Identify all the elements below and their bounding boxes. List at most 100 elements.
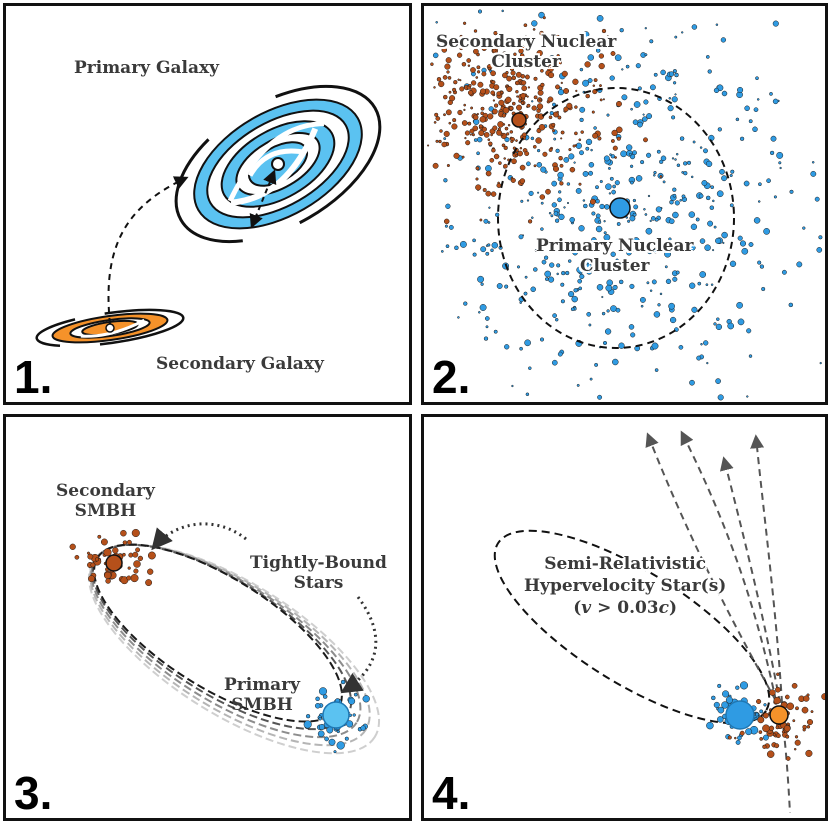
star [314,703,321,709]
star [776,151,784,159]
star [548,115,553,120]
star [465,140,471,146]
star [454,245,459,251]
star [487,138,491,142]
star [443,113,446,117]
secondary-nucleus [105,323,115,333]
star [483,336,489,341]
star [717,706,725,714]
star [557,197,562,203]
star [674,72,679,78]
star [652,247,659,254]
star [540,166,547,173]
star [531,20,538,27]
star [656,149,661,154]
star [644,213,648,216]
star [766,750,775,758]
star [762,734,769,741]
star [462,21,467,25]
star [315,696,320,702]
panel-4-drawing [493,430,825,814]
star [587,78,593,83]
star [560,137,563,140]
star [472,238,476,243]
star [596,15,604,22]
star [444,63,451,70]
star [629,215,636,222]
hypervelocity-star-label: Semi-Relativistic Hypervelocity Star(s) … [524,554,727,618]
star [501,44,506,49]
star [475,76,479,79]
star [467,64,471,67]
star [476,65,481,70]
star [611,129,618,137]
star [536,162,543,168]
star [504,284,509,289]
panel-3: Secondary SMBH Tightly-Bound Stars Prima… [3,414,412,821]
star [133,560,141,568]
star [534,249,538,252]
star [586,311,592,317]
star [511,101,516,106]
star [472,252,477,257]
star [520,74,526,79]
star [753,107,759,113]
star [772,20,779,27]
star [475,166,480,171]
star [646,248,653,255]
panel-number: 1. [14,351,53,403]
star [531,216,534,219]
star [557,89,565,96]
star [675,152,679,156]
star [553,137,557,141]
star [629,283,635,289]
secondary-smbh-label: Secondary SMBH [56,481,155,521]
star [599,84,602,88]
star [479,88,486,95]
star [317,730,325,738]
star [122,540,128,545]
binary-orbit [493,529,771,725]
star [303,720,312,729]
star [509,63,516,69]
star [743,180,750,187]
star [716,317,720,321]
star [605,284,613,292]
star [591,237,597,243]
star [639,296,646,303]
star [806,719,814,726]
star [707,220,714,227]
star [635,63,641,69]
primary-smbh [322,701,350,729]
star [526,199,530,202]
star [803,695,810,702]
star [653,170,657,175]
star [776,672,780,677]
star [510,56,518,63]
star [515,89,519,94]
star [492,99,496,102]
star [489,157,495,163]
star [444,224,448,228]
star [480,282,484,286]
star [476,136,483,143]
star [739,136,745,141]
star [583,203,588,209]
star [497,127,501,131]
star [592,132,599,139]
star [490,133,493,137]
star [493,329,498,334]
star [566,182,571,186]
star [672,69,677,74]
star [578,182,582,186]
star [672,276,678,282]
star [574,131,578,136]
star [646,152,652,158]
star [105,578,111,584]
star [461,62,467,67]
star [614,156,617,159]
star [669,218,675,225]
star [502,107,510,114]
star [446,163,450,168]
star [557,60,562,65]
